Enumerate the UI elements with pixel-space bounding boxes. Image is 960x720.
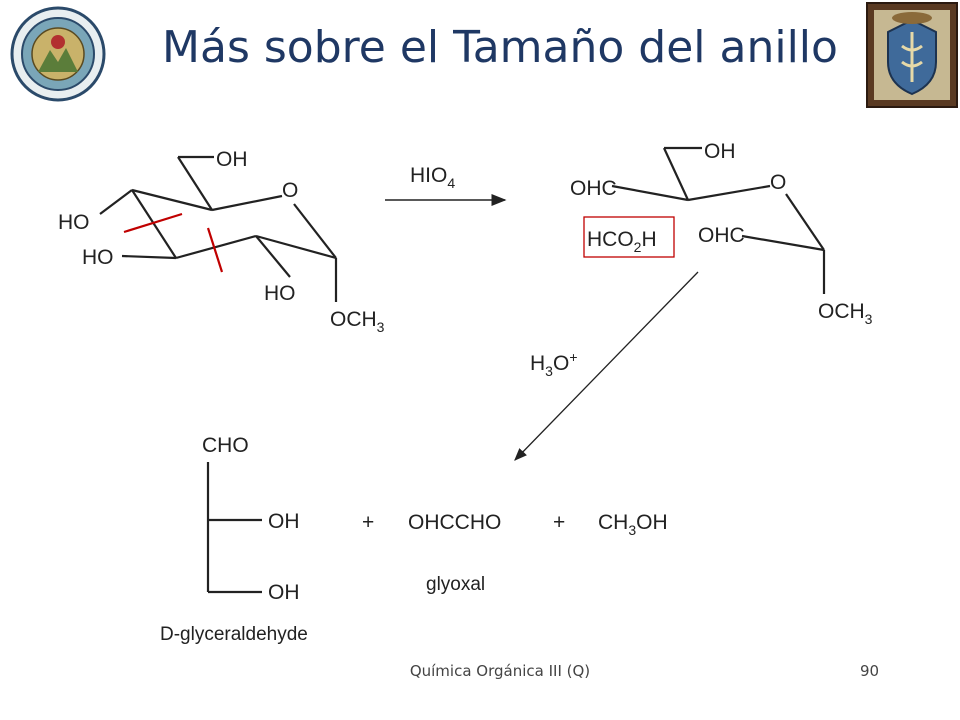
- slide-title: Más sobre el Tamaño del anillo: [162, 22, 838, 73]
- dialdehyde-ohc-right: OHC: [698, 224, 745, 247]
- cleavage-mark-2: [206, 227, 224, 273]
- glyceraldehyde-oh-1: OH: [268, 510, 300, 533]
- methanol-formula: CH3OH: [598, 511, 668, 538]
- glyoxal-formula: OHCCHO: [408, 511, 501, 534]
- glyceraldehyde-label: D-glyceraldehyde: [160, 624, 308, 645]
- dialdehyde-structure: OH OHC O OHC OCH3 HCO2H: [570, 140, 873, 327]
- glyceraldehyde-cho: CHO: [202, 434, 249, 457]
- university-seal: [10, 6, 106, 102]
- plus-sign-2: +: [553, 511, 565, 534]
- dialdehyde-oh-top: OH: [704, 140, 736, 163]
- reaction-arrow-1: HIO4: [385, 164, 507, 206]
- reactant-oh-top: OH: [216, 148, 248, 171]
- reactant-ho-bottom: HO: [264, 282, 296, 305]
- formic-acid-highlight-box: [583, 216, 675, 258]
- reagent-periodic-acid: HIO4: [410, 164, 455, 191]
- dialdehyde-ohc-left: OHC: [570, 177, 617, 200]
- reactant-ho-left-1: HO: [58, 211, 90, 234]
- plus-sign-1: +: [362, 511, 374, 534]
- glyceraldehyde-bonds: [206, 462, 262, 594]
- glyoxal-label: glyoxal: [426, 574, 485, 595]
- reactant-structure: O OH HO HO HO OCH3: [58, 148, 385, 335]
- reagent-hydronium: H3O+: [530, 349, 578, 379]
- reactant-bonds: [99, 155, 338, 302]
- dialdehyde-bonds: [611, 146, 826, 294]
- glyceraldehyde-structure: CHO OH OH D-glyceraldehyde: [160, 434, 308, 645]
- formic-acid-byproduct: HCO2H: [587, 228, 657, 255]
- reaction-arrow-2: H3O+: [514, 271, 699, 461]
- reactant-ho-left-2: HO: [82, 246, 114, 269]
- dialdehyde-ring-oxygen: O: [770, 171, 786, 194]
- footer-text: Química Orgánica III (Q): [409, 662, 591, 680]
- glyceraldehyde-oh-2: OH: [268, 581, 300, 604]
- reactant-och3: OCH3: [330, 308, 385, 335]
- reactant-ring-oxygen: O: [282, 179, 298, 202]
- faculty-crest: [866, 2, 958, 108]
- cleavage-marks: [123, 212, 224, 273]
- page-number: 90: [860, 662, 880, 680]
- cleavage-mark-1: [123, 212, 183, 234]
- dialdehyde-och3: OCH3: [818, 300, 873, 327]
